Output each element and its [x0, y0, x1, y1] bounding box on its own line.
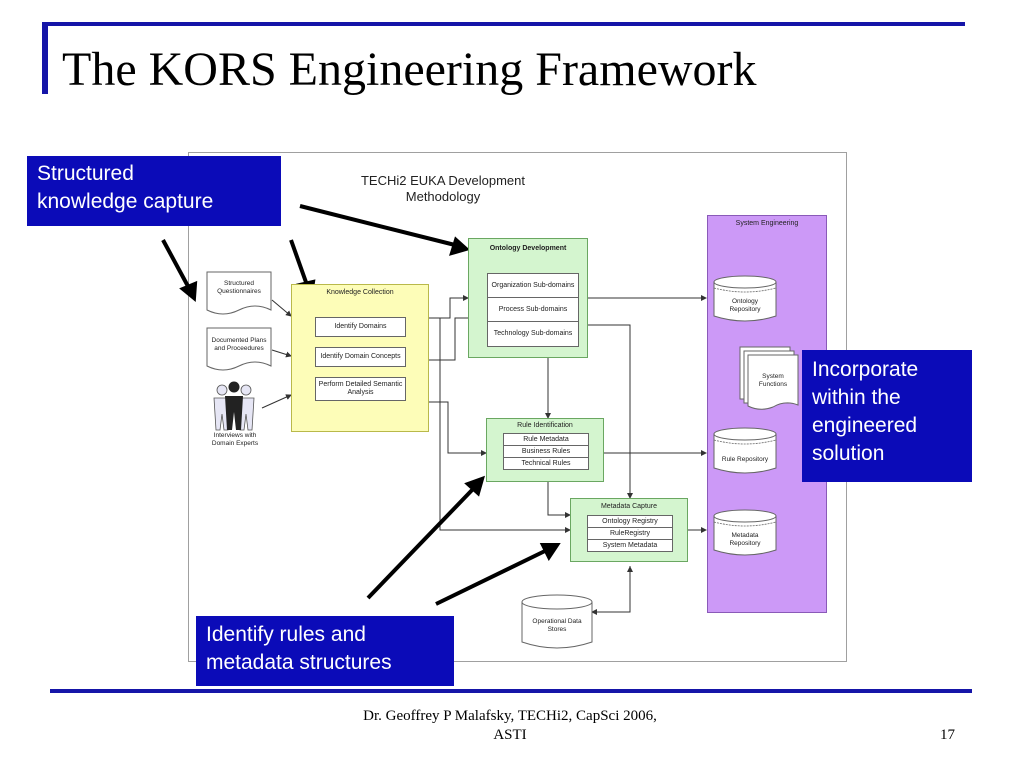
rule-repository-label: Rule Repository — [721, 456, 769, 463]
identify-callout-line1: Identify rules and — [206, 623, 366, 646]
operational-data-store-shape — [521, 594, 593, 649]
questionnaires-label: Structured Questionnaires — [207, 280, 271, 296]
interviews-label-line2: Domain Experts — [211, 440, 259, 447]
title-accent-bar — [47, 22, 965, 26]
ontology-development-title: Ontology Development — [489, 245, 567, 252]
incorporate-callout-line2: within the — [812, 386, 901, 409]
business-rules-item: Business Rules — [503, 445, 589, 457]
callout-pointer-arrows — [161, 204, 561, 606]
rule-metadata-item: Rule Metadata — [503, 433, 589, 445]
ontology-repository-label-line2: Repository — [729, 306, 761, 313]
plans-label-line2: and Proceedures — [214, 345, 264, 352]
incorporate-callout-line1: Incorporate — [812, 358, 919, 381]
system-functions-label: System Functions — [748, 373, 798, 389]
incorporate-callout-line4: solution — [812, 442, 885, 465]
knowledge-collection-title: Knowledge Collection — [326, 289, 394, 296]
page-number: 17 — [940, 727, 955, 743]
incorporate-callout-line3: engineered — [812, 414, 918, 437]
questionnaires-label-line2: Questionnaires — [217, 288, 261, 295]
semantic-analysis-step: Perform Detailed Semantic Analysis — [315, 377, 406, 401]
metadata-repository-label: Metadata Repository — [714, 532, 776, 548]
operational-data-stores-label: Operational Data Stores — [520, 618, 594, 634]
footer-credit: Dr. Geoffrey P Malafsky, TECHi2, CapSci … — [300, 707, 720, 745]
identify-domains-step: Identify Domains — [315, 317, 406, 337]
questionnaires-doc-shape — [206, 271, 272, 315]
metadata-repository-label-line1: Metadata — [731, 532, 759, 539]
identify-callout-line2: metadata structures — [206, 651, 392, 674]
organization-subdomains-item: Organization Sub-domains — [487, 273, 579, 297]
plans-doc-shape — [206, 327, 272, 371]
structured-knowledge-callout: Structured knowledge capture — [27, 156, 281, 226]
system-engineering-title: System Engineering — [735, 220, 799, 227]
slide-title: The KORS Engineering Framework — [62, 43, 757, 96]
metadata-capture-box: Metadata Capture Ontology Registry RuleR… — [570, 498, 688, 562]
technical-rules-item: Technical Rules — [503, 457, 589, 470]
interviews-label-line1: Interviews with — [213, 432, 257, 439]
system-functions-label-line2: Functions — [758, 381, 788, 388]
system-metadata-item: System Metadata — [587, 539, 673, 552]
structured-callout-line2: knowledge capture — [37, 190, 214, 213]
operational-data-stores-label-line2: Stores — [547, 626, 567, 633]
ontology-development-box: Ontology Development Organization Sub-do… — [468, 238, 588, 358]
footer-divider — [50, 689, 972, 693]
ontology-repository-label: Ontology Repository — [714, 298, 776, 314]
rule-identification-title: Rule Identification — [517, 422, 573, 429]
metadata-capture-title: Metadata Capture — [600, 503, 658, 510]
ontology-repository-label-line1: Ontology — [731, 298, 759, 305]
questionnaires-label-line1: Structured — [224, 280, 254, 287]
process-subdomains-item: Process Sub-domains — [487, 297, 579, 321]
knowledge-collection-box: Knowledge Collection Identify Domains Id… — [291, 284, 429, 432]
diagram-title-line1: TECHi2 EUKA Development — [360, 173, 525, 188]
interviews-label: Interviews with Domain Experts — [200, 432, 270, 448]
rule-identification-box: Rule Identification Rule Metadata Busine… — [486, 418, 604, 482]
identify-rules-callout: Identify rules and metadata structures — [196, 616, 454, 686]
metadata-repository-label-line2: Repository — [729, 540, 761, 547]
plans-label-line1: Documented Plans — [211, 337, 267, 344]
operational-data-stores-label-line1: Operational Data — [532, 618, 582, 625]
structured-callout-line1: Structured — [37, 162, 134, 185]
title-accent-side-bar — [42, 22, 48, 94]
ontology-registry-item: Ontology Registry — [587, 515, 673, 527]
diagram-title: TECHi2 EUKA Development Methodology — [318, 173, 568, 205]
footer-credit-line1: Dr. Geoffrey P Malafsky, TECHi2, CapSci … — [363, 708, 657, 724]
diagram-title-line2: Methodology — [405, 189, 481, 204]
rule-registry-item: RuleRegistry — [587, 527, 673, 539]
people-icon — [213, 381, 255, 431]
system-functions-label-line1: System — [762, 373, 784, 380]
technology-subdomains-item: Technology Sub-domains — [487, 321, 579, 347]
footer-credit-line2: ASTI — [493, 727, 527, 743]
plans-label: Documented Plans and Proceedures — [207, 337, 271, 353]
incorporate-callout: Incorporate within the engineered soluti… — [802, 350, 972, 482]
identify-domain-concepts-step: Identify Domain Concepts — [315, 347, 406, 367]
